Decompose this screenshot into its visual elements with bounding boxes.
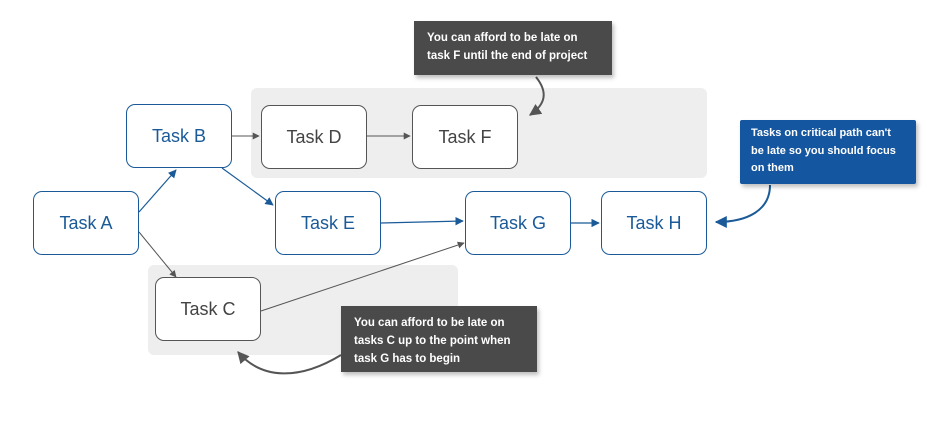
task-a-node[interactable]: Task A <box>33 191 139 255</box>
task-d-node[interactable]: Task D <box>261 105 367 169</box>
connector-c-g <box>260 241 465 312</box>
task-b-label: Task B <box>151 125 207 146</box>
critical-path-callout: Tasks on critical path can't be late so … <box>740 120 916 184</box>
callout-critical-pointer <box>714 184 771 228</box>
callout-line: tasks C up to the point when <box>354 335 511 347</box>
task-e-node[interactable]: Task E <box>275 191 381 255</box>
callout-line: on them <box>751 162 794 174</box>
callout-line: You can afford to be late on <box>427 32 578 44</box>
connector-b-e <box>221 167 274 206</box>
task-c-label: Task C <box>180 298 236 319</box>
callout-c-pointer <box>237 351 342 375</box>
connector-a-c <box>138 231 177 278</box>
task-e-label: Task E <box>300 212 356 233</box>
connector-a-b <box>138 169 177 213</box>
callout-line: You can afford to be late on <box>354 317 505 329</box>
connector-e-g <box>380 216 464 226</box>
task-a-label: Task A <box>59 212 113 233</box>
callout-line: task F until the end of project <box>427 50 588 62</box>
callout-f-pointer <box>529 76 545 116</box>
task-g-label: Task G <box>489 212 546 233</box>
task-f-node[interactable]: Task F <box>412 105 518 169</box>
task-d-label: Task D <box>286 126 342 147</box>
task-g-node[interactable]: Task G <box>465 191 571 255</box>
callout-line: task G has to begin <box>354 353 461 365</box>
task-f-slack-callout: You can afford to be late on task F unti… <box>414 21 612 75</box>
task-h-label: Task H <box>626 212 682 233</box>
task-f-label: Task F <box>438 126 492 147</box>
task-h-node[interactable]: Task H <box>601 191 707 255</box>
task-c-slack-callout: You can afford to be late on tasks C up … <box>341 306 537 372</box>
task-c-node[interactable]: Task C <box>155 277 261 341</box>
task-b-node[interactable]: Task B <box>126 104 232 168</box>
callout-line: Tasks on critical path can't <box>751 127 891 139</box>
callout-line: be late so you should focus <box>751 144 896 157</box>
